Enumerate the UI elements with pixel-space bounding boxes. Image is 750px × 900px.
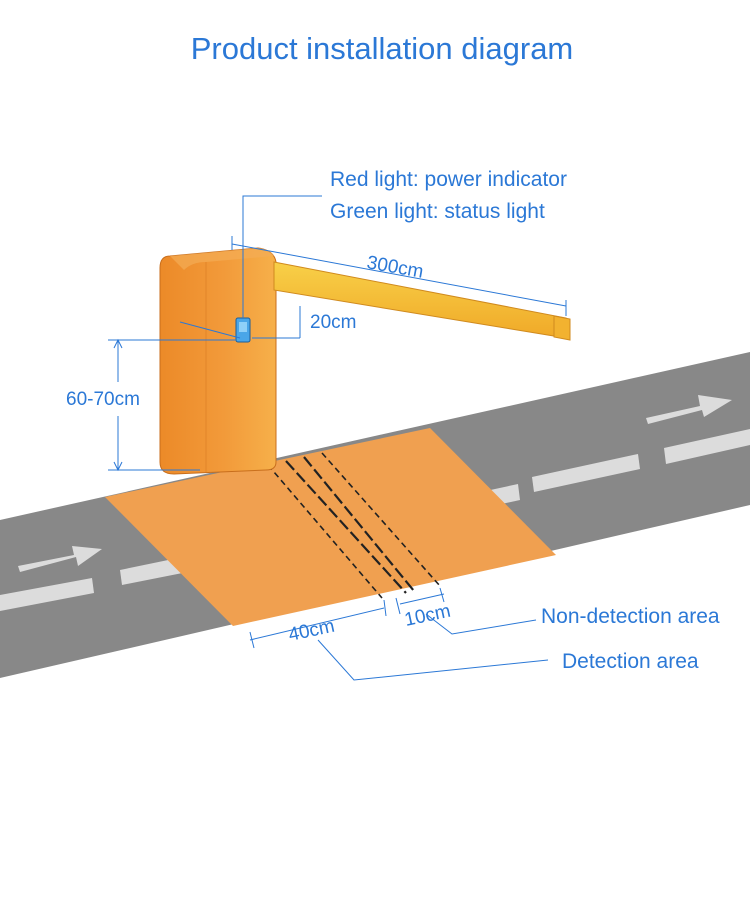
green-light-label: Green light: status light xyxy=(330,200,545,223)
direction-arrow-icon xyxy=(18,546,102,572)
sensor-offset-dimension xyxy=(179,306,301,339)
sensor-offset-label: 20cm xyxy=(310,312,356,333)
barrier-cabinet xyxy=(159,247,277,475)
non-detection-area-label: Non-detection area xyxy=(541,605,720,628)
sensor-height-label: 60-70cm xyxy=(66,389,140,410)
detection-zone xyxy=(105,428,556,626)
loop-lines xyxy=(267,452,441,599)
loop-width-dimension xyxy=(249,587,445,649)
sensor-module xyxy=(235,317,251,343)
arm-length-dimension xyxy=(231,236,567,316)
detection-area-label: Detection area xyxy=(562,650,699,673)
barrier-arm xyxy=(273,261,571,341)
area-leaders xyxy=(317,613,549,681)
detection-width-label: 40cm xyxy=(287,616,337,646)
sensor-height-dimension xyxy=(108,338,236,472)
arm-length-label: 300cm xyxy=(365,252,425,283)
red-light-label: Red light: power indicator xyxy=(330,168,567,191)
diagram-title: Product installation diagram xyxy=(191,31,574,66)
direction-arrow-icon xyxy=(646,395,732,424)
indicator-leader xyxy=(242,195,322,318)
